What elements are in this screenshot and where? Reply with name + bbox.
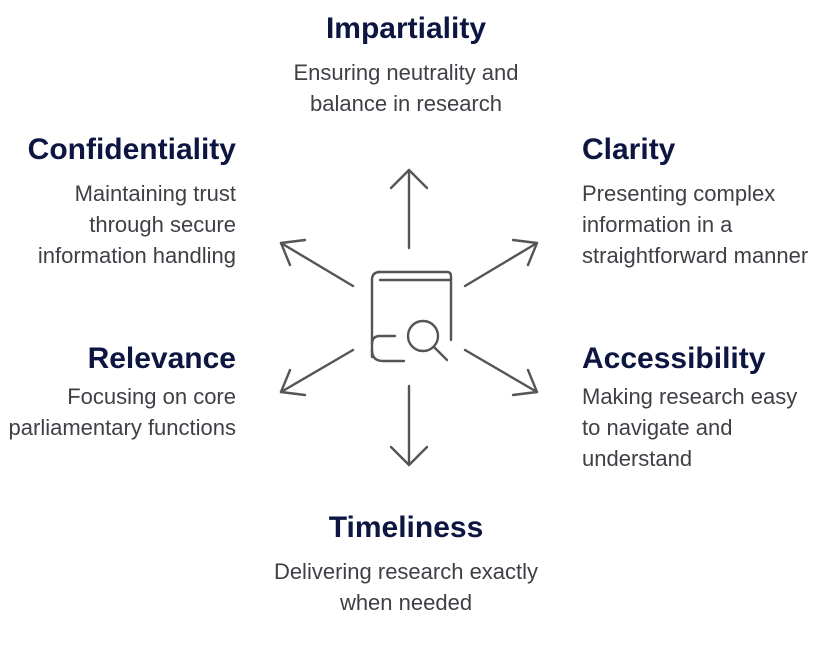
center-book-search-icon: [370, 270, 453, 363]
node-description-confidentiality: Maintaining trust through secure informa…: [37, 181, 236, 268]
node-title-confidentiality: Confidentiality: [27, 133, 236, 166]
node-description-relevance: Focusing on core parliamentary functions: [8, 384, 236, 440]
node-impartiality: Impartiality Ensuring neutrality and bal…: [256, 11, 556, 119]
arrow-lower-left: [279, 348, 355, 397]
node-confidentiality: Confidentiality Maintaining trust throug…: [6, 132, 236, 271]
node-title-timeliness: Timeliness: [328, 511, 484, 544]
node-relevance: Relevance Focusing on core parliamentary…: [6, 341, 236, 443]
node-title-clarity: Clarity: [582, 133, 676, 166]
node-description-impartiality: Ensuring neutrality and balance in resea…: [293, 60, 519, 116]
node-title-relevance: Relevance: [87, 342, 236, 375]
node-description-clarity: Presenting complex information in a stra…: [582, 181, 809, 268]
book-bottom: [370, 348, 406, 363]
node-accessibility: Accessibility Making research easy to na…: [582, 341, 812, 474]
node-timeliness: Timeliness Delivering research exactly w…: [256, 510, 556, 618]
arrow-down: [389, 384, 429, 467]
node-title-accessibility: Accessibility: [582, 342, 766, 375]
magnifier-lens: [406, 319, 440, 353]
node-clarity: Clarity Presenting complex information i…: [582, 132, 812, 271]
arrow-upper-right: [463, 238, 539, 288]
node-title-impartiality: Impartiality: [325, 12, 487, 45]
arrow-upper-left: [279, 238, 355, 288]
book-cover: [370, 270, 382, 359]
connector-arrows: [279, 168, 539, 467]
book-body: [376, 270, 453, 342]
node-description-accessibility: Making research easy to navigate and und…: [582, 384, 798, 471]
book-spine-page: [370, 334, 397, 346]
magnifier-handle: [432, 345, 449, 362]
node-description-timeliness: Delivering research exactly when needed: [273, 559, 539, 615]
arrow-lower-right: [463, 348, 539, 397]
arrow-up: [389, 168, 429, 250]
